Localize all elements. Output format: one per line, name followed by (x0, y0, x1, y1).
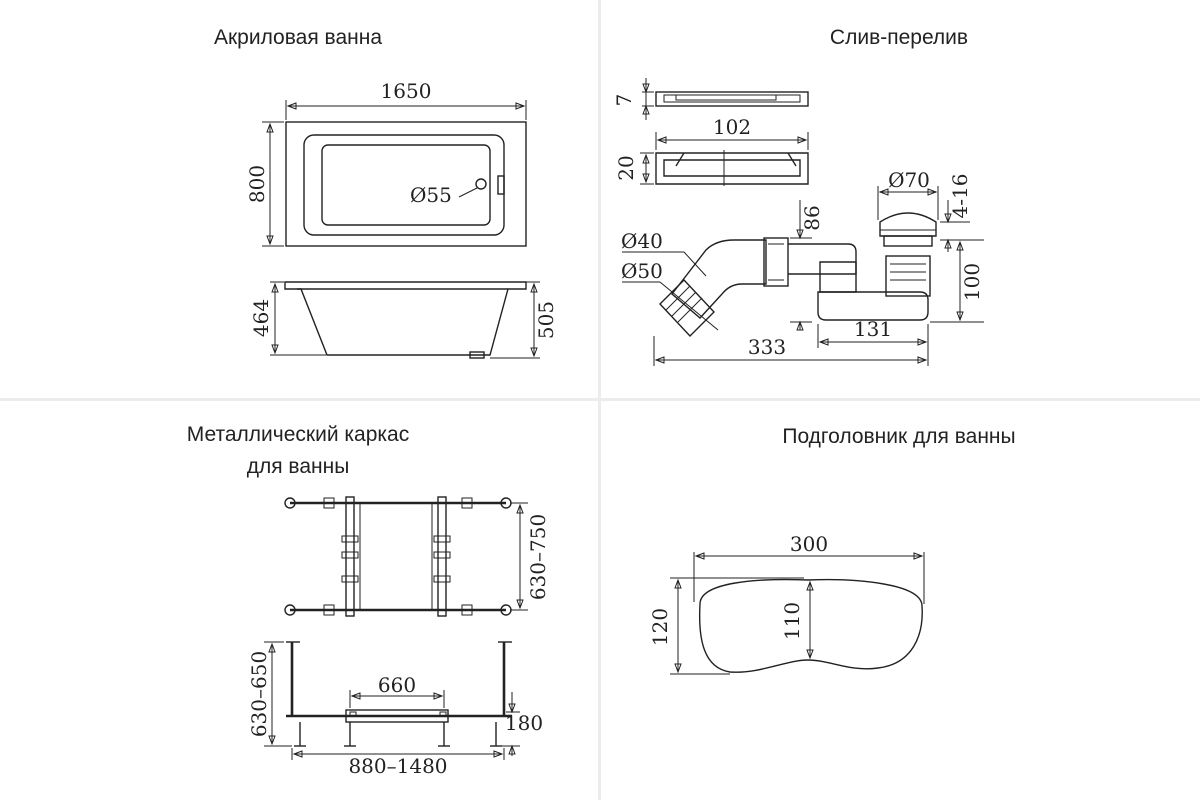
panel-bathtub: Акриловая ванна 1650 800 Ø55 (0, 0, 596, 396)
bathtub-drawing: 1650 800 Ø55 464 505 (245, 79, 558, 359)
dim-elbow-height: 86 (800, 205, 824, 230)
dim-frame-height-range: 630–650 (247, 651, 271, 737)
panel-title-line2: для ванны (246, 455, 350, 478)
headrest-drawing: 300 120 110 (648, 532, 925, 675)
dim-plug-adjust: 4-16 (948, 174, 972, 219)
headrest-outline (698, 578, 923, 673)
dim-plug-diameter: Ø70 (888, 168, 930, 192)
dim-body-height: 20 (614, 155, 638, 180)
panel-title: Подголовник для ванны (782, 425, 1016, 448)
frame-drawing: 630–750 630–650 660 180 880–1480 (247, 496, 550, 778)
dim-pipe-40: Ø40 (621, 229, 663, 253)
dim-cover-length: 102 (713, 115, 751, 139)
dim-length: 1650 (381, 79, 432, 103)
dim-headrest-inner-height: 110 (780, 602, 804, 640)
drain-drawing: 7 102 20 Ø70 4-16 86 Ø40 Ø50 100 131 333 (612, 78, 984, 366)
dim-pipe-50: Ø50 (621, 259, 663, 283)
panel-frame: Металлический каркас для ванны (0, 401, 596, 797)
dim-trap-height: 100 (960, 263, 984, 301)
dim-frame-span: 660 (378, 673, 416, 697)
dim-headrest-outer-height: 120 (648, 608, 672, 646)
divider-horizontal (0, 398, 1200, 401)
panel-headrest: Подголовник для ванны 300 120 110 (601, 401, 1197, 797)
dim-drain-diameter: Ø55 (410, 183, 452, 207)
dim-total-length: 333 (748, 335, 786, 359)
dim-frame-length-range: 880–1480 (348, 754, 447, 778)
panel-title: Акриловая ванна (213, 26, 383, 49)
dim-trap-length: 131 (854, 317, 892, 341)
panel-title: Слив-перелив (829, 26, 969, 49)
dim-frame-foot: 180 (505, 711, 543, 735)
dim-headrest-width: 300 (790, 532, 828, 556)
dim-frame-width-range: 630–750 (526, 514, 550, 600)
dim-outer-height: 505 (534, 301, 558, 339)
dim-cover-thickness: 7 (612, 94, 636, 107)
panel-drain: Слив-перелив (601, 0, 1197, 396)
panel-title-line1: Металлический каркас (186, 423, 410, 446)
dim-inner-height: 464 (249, 299, 273, 337)
dim-width: 800 (245, 165, 269, 203)
